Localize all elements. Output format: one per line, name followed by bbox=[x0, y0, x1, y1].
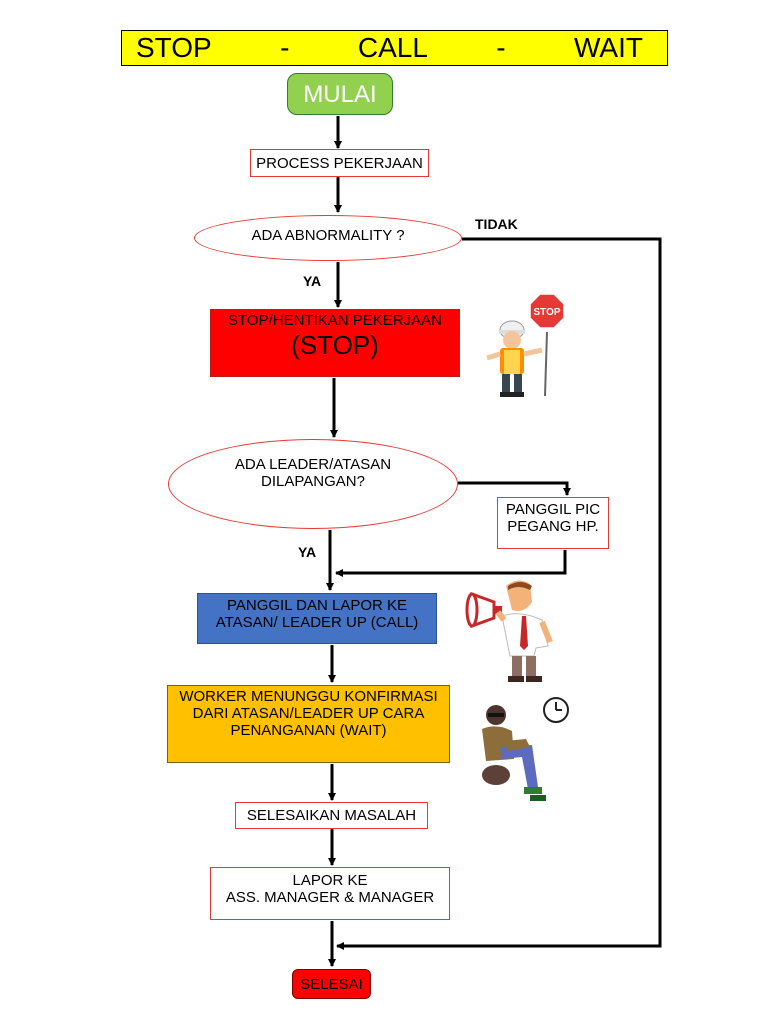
report-node: LAPOR KE ASS. MANAGER & MANAGER bbox=[210, 867, 450, 920]
decision-leader-label-2: DILAPANGAN? bbox=[261, 473, 365, 490]
decision-abnormality: ADA ABNORMALITY ? bbox=[194, 215, 462, 261]
stop-label-1: STOP/HENTIKAN PEKERJAAN bbox=[228, 312, 442, 329]
decision-abnormality-label: ADA ABNORMALITY ? bbox=[251, 226, 405, 244]
start-node: MULAI bbox=[287, 73, 393, 115]
waiting-man-illustration bbox=[482, 697, 569, 801]
stop-node: STOP/HENTIKAN PEKERJAAN (STOP) bbox=[210, 309, 460, 377]
decision-leader-label-1: ADA LEADER/ATASAN bbox=[234, 456, 392, 473]
end-node: SELESAI bbox=[292, 969, 371, 999]
title-call: CALL bbox=[357, 32, 428, 63]
arrow-tidak-loop bbox=[336, 237, 662, 950]
wait-label-1: WORKER MENUNGGU KONFIRMASI bbox=[179, 688, 438, 705]
title-dash-1: - bbox=[280, 32, 290, 63]
start-label: MULAI bbox=[303, 80, 377, 108]
decision-leader: ADA LEADER/ATASAN DILAPANGAN? bbox=[168, 439, 458, 529]
title-bar: STOP - CALL - WAIT bbox=[121, 30, 668, 66]
title-wait: WAIT bbox=[574, 32, 643, 63]
arrow-leader-pic bbox=[458, 481, 571, 496]
call-label-1: PANGGIL DAN LAPOR KE bbox=[226, 597, 408, 614]
report-label-2: ASS. MANAGER & MANAGER bbox=[225, 889, 435, 906]
arrow-pic-merge bbox=[335, 550, 567, 577]
wait-label-3: PENANGANAN (WAIT) bbox=[230, 722, 387, 739]
label-ya-2: YA bbox=[298, 544, 317, 560]
process-node: PROCESS PEKERJAAN bbox=[250, 149, 429, 177]
process-label: PROCESS PEKERJAAN bbox=[256, 154, 423, 172]
end-label: SELESAI bbox=[300, 975, 363, 993]
stop-label-2: (STOP) bbox=[291, 330, 379, 360]
resolve-label: SELESAIKAN MASALAH bbox=[246, 807, 417, 824]
stop-sign-text: STOP bbox=[533, 307, 560, 318]
call-pic-label-2: PEGANG HP. bbox=[507, 518, 599, 535]
wait-node: WORKER MENUNGGU KONFIRMASI DARI ATASAN/L… bbox=[167, 685, 450, 763]
worker-stop-sign-illustration: STOP bbox=[486, 293, 565, 397]
megaphone-man-illustration bbox=[465, 580, 553, 682]
title-stop: STOP bbox=[136, 32, 212, 63]
wait-label-2: DARI ATASAN/LEADER UP CARA bbox=[192, 705, 425, 722]
label-tidak: TIDAK bbox=[475, 216, 518, 232]
label-ya-1: YA bbox=[303, 273, 322, 289]
call-pic-node: PANGGIL PIC PEGANG HP. bbox=[497, 497, 609, 549]
resolve-node: SELESAIKAN MASALAH bbox=[235, 802, 428, 829]
call-node: PANGGIL DAN LAPOR KE ATASAN/ LEADER UP (… bbox=[197, 593, 437, 644]
report-label-1: LAPOR KE bbox=[292, 872, 368, 889]
call-pic-label-1: PANGGIL PIC bbox=[505, 501, 601, 518]
title-dash-2: - bbox=[496, 32, 506, 63]
call-label-2: ATASAN/ LEADER UP (CALL) bbox=[215, 614, 419, 631]
